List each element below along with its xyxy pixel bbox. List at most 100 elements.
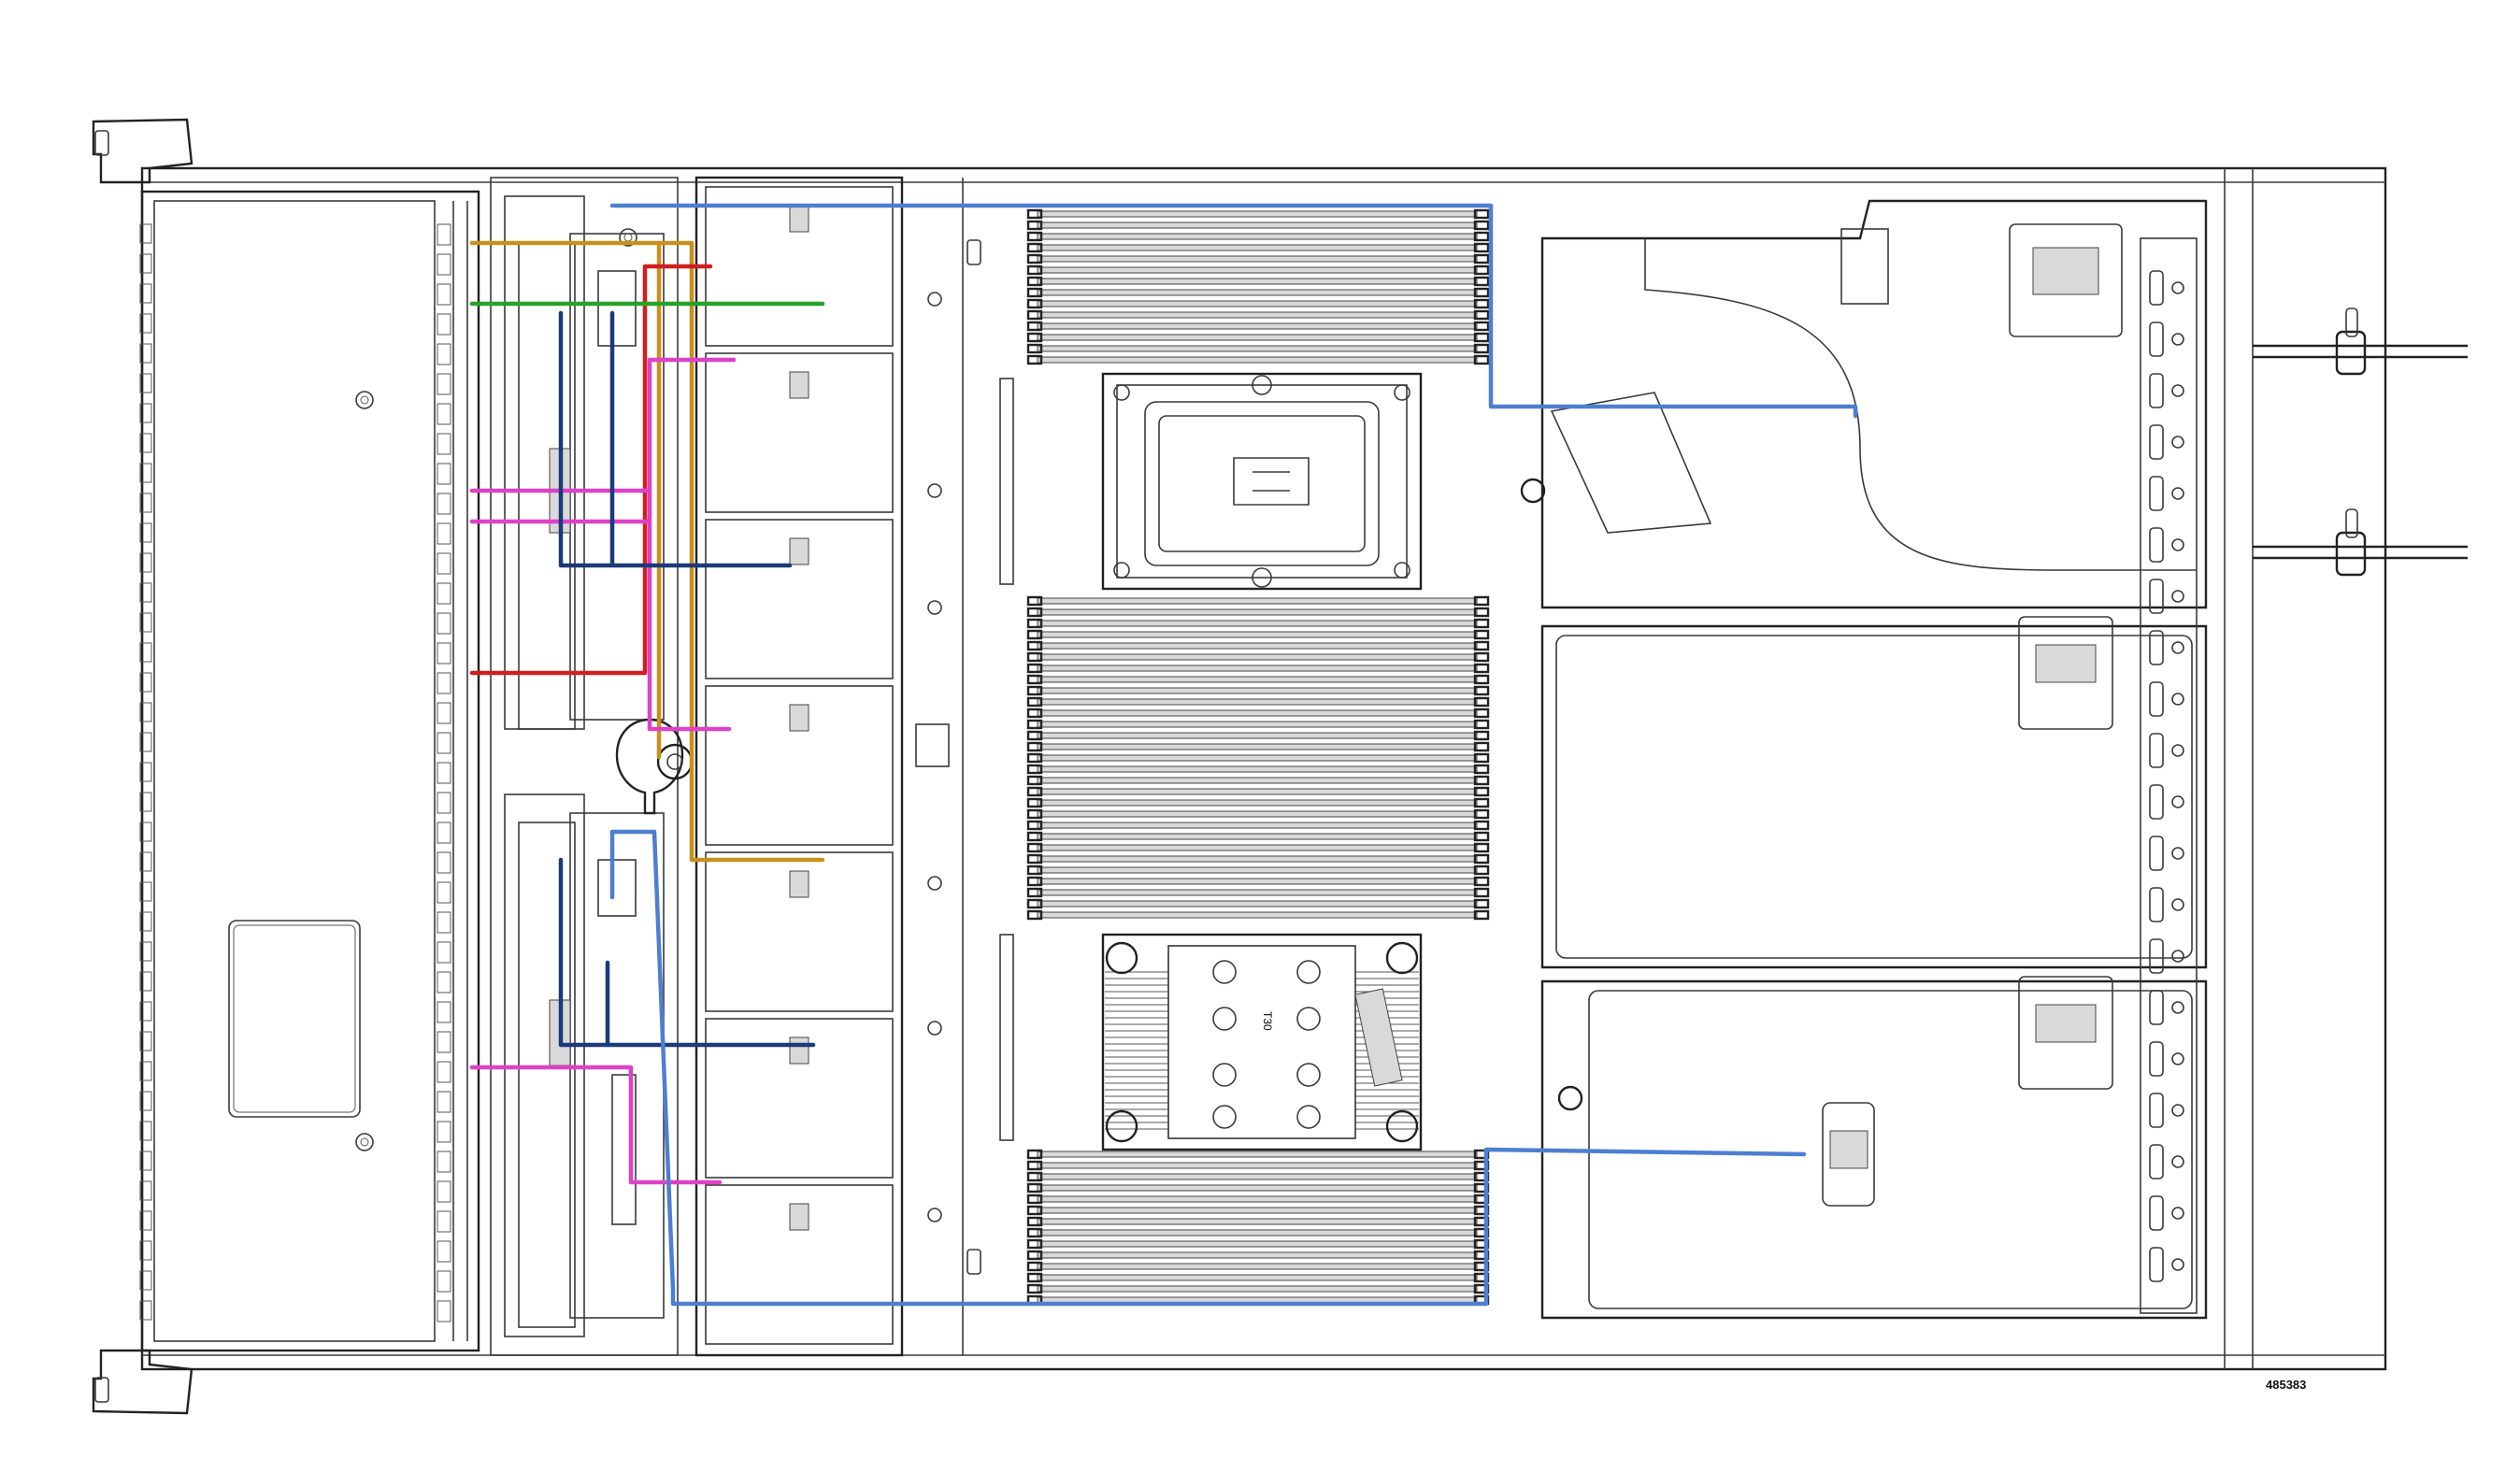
- dimm-slot: [1037, 822, 1478, 829]
- slot-keeper: [2149, 990, 2164, 1025]
- dimm-slot: [1037, 1162, 1478, 1169]
- slot-screw: [2171, 436, 2184, 449]
- dimm-slot: [1037, 1240, 1478, 1248]
- bay-tick: [139, 433, 152, 453]
- riser-cage-2: [1540, 616, 2208, 969]
- dimm-latch: [1026, 808, 1043, 820]
- bay-tick: [139, 1151, 152, 1171]
- bay-tick: [139, 612, 152, 633]
- dimm-latch: [1026, 1160, 1043, 1171]
- bay-latch: [437, 1180, 451, 1203]
- slot-keeper: [2149, 784, 2164, 820]
- dimm-latch: [1026, 1194, 1043, 1205]
- bay-tick: [139, 373, 152, 393]
- bay-tick: [139, 672, 152, 693]
- dimm-slot: [1037, 866, 1478, 874]
- bay-latch: [437, 463, 451, 485]
- bay-latch: [437, 672, 451, 694]
- cable-blue-main: [609, 829, 1807, 1307]
- dimm-slot: [1037, 1207, 1478, 1214]
- dimm-slot: [1037, 597, 1478, 605]
- dimm-latch: [1026, 298, 1043, 309]
- bay-latch: [437, 612, 451, 635]
- dimm-slot: [1037, 255, 1478, 263]
- dimm-latch: [1026, 719, 1043, 730]
- bay-tick: [139, 822, 152, 842]
- bay-tick: [139, 792, 152, 812]
- dimm-slot: [1037, 266, 1478, 274]
- dimm-latch: [1026, 220, 1043, 231]
- dimm-latch: [1473, 808, 1490, 820]
- dimm-latch: [1473, 876, 1490, 887]
- slot-screw: [2171, 744, 2184, 757]
- dimm-slot: [1037, 345, 1478, 352]
- bay-latch: [437, 552, 451, 575]
- dimm-latch: [1026, 1216, 1043, 1227]
- dimm-latch: [1026, 663, 1043, 674]
- bay-tick: [139, 1091, 152, 1111]
- dimm-latch: [1473, 629, 1490, 640]
- dimm-slot: [1037, 698, 1478, 706]
- bay-tick: [139, 343, 152, 364]
- bay-latch: [437, 1091, 451, 1113]
- dimm-latch: [1473, 696, 1490, 708]
- bay-latch: [437, 881, 451, 904]
- dimm-latch: [1026, 242, 1043, 253]
- dimm-slot: [1037, 665, 1478, 672]
- dimm-slot: [1037, 721, 1478, 728]
- dimm-latch: [1473, 831, 1490, 842]
- dimm-slot: [1037, 777, 1478, 784]
- fan-module: [705, 519, 894, 679]
- dimm-latch: [1026, 595, 1043, 607]
- dimm-latch: [1473, 865, 1490, 876]
- slot-keeper: [2149, 1144, 2164, 1179]
- dimm-latch: [1473, 309, 1490, 321]
- fan-module: [705, 352, 894, 513]
- dimm-latch: [1026, 1283, 1043, 1294]
- dimm-slot: [1037, 1285, 1478, 1293]
- figure-id: 485383: [2266, 1378, 2307, 1392]
- dimm-latch: [1473, 332, 1490, 343]
- dimm-latch: [1026, 208, 1043, 220]
- bay-tick: [139, 1121, 152, 1141]
- dimm-latch: [1473, 708, 1490, 719]
- bay-latch: [437, 1270, 451, 1293]
- dimm-latch: [1473, 797, 1490, 808]
- dimm-slot: [1037, 210, 1478, 218]
- fan-hub: [789, 1036, 809, 1065]
- dimm-latch: [1026, 231, 1043, 242]
- dimm-latch: [1026, 332, 1043, 343]
- dimm-latch: [1473, 618, 1490, 629]
- dimm-slot: [1037, 878, 1478, 885]
- cable-navy-top: [558, 310, 793, 568]
- bay-latch: [437, 373, 451, 395]
- cable-gold: [469, 240, 825, 863]
- dimm-latch: [1473, 775, 1490, 786]
- bay-tick: [139, 941, 152, 962]
- slot-keeper: [2149, 630, 2164, 665]
- dimm-latch: [1026, 1171, 1043, 1182]
- fan-module: [705, 1184, 894, 1345]
- bay-tick: [139, 642, 152, 663]
- dimm-latch: [1026, 264, 1043, 276]
- dimm-latch: [1026, 607, 1043, 618]
- dimm-slot: [1037, 833, 1478, 840]
- dimm-bank-bottom: [1026, 1149, 1490, 1306]
- bay-tick: [139, 1300, 152, 1321]
- bay-latch: [437, 253, 451, 276]
- dimm-latch: [1026, 1261, 1043, 1272]
- dimm-slot: [1037, 743, 1478, 750]
- slot-screw: [2171, 898, 2184, 911]
- bay-tick: [139, 522, 152, 543]
- bay-tick: [139, 403, 152, 423]
- dimm-slot: [1037, 1218, 1478, 1225]
- slot-screw: [2171, 1104, 2184, 1117]
- slot-screw: [2171, 538, 2184, 551]
- dimm-slot: [1037, 1151, 1478, 1158]
- dimm-slot: [1037, 855, 1478, 863]
- bay-latch: [437, 313, 451, 336]
- slot-keeper: [2149, 1041, 2164, 1077]
- bay-tick: [139, 911, 152, 932]
- slot-screw: [2171, 795, 2184, 808]
- fan-module: [705, 685, 894, 846]
